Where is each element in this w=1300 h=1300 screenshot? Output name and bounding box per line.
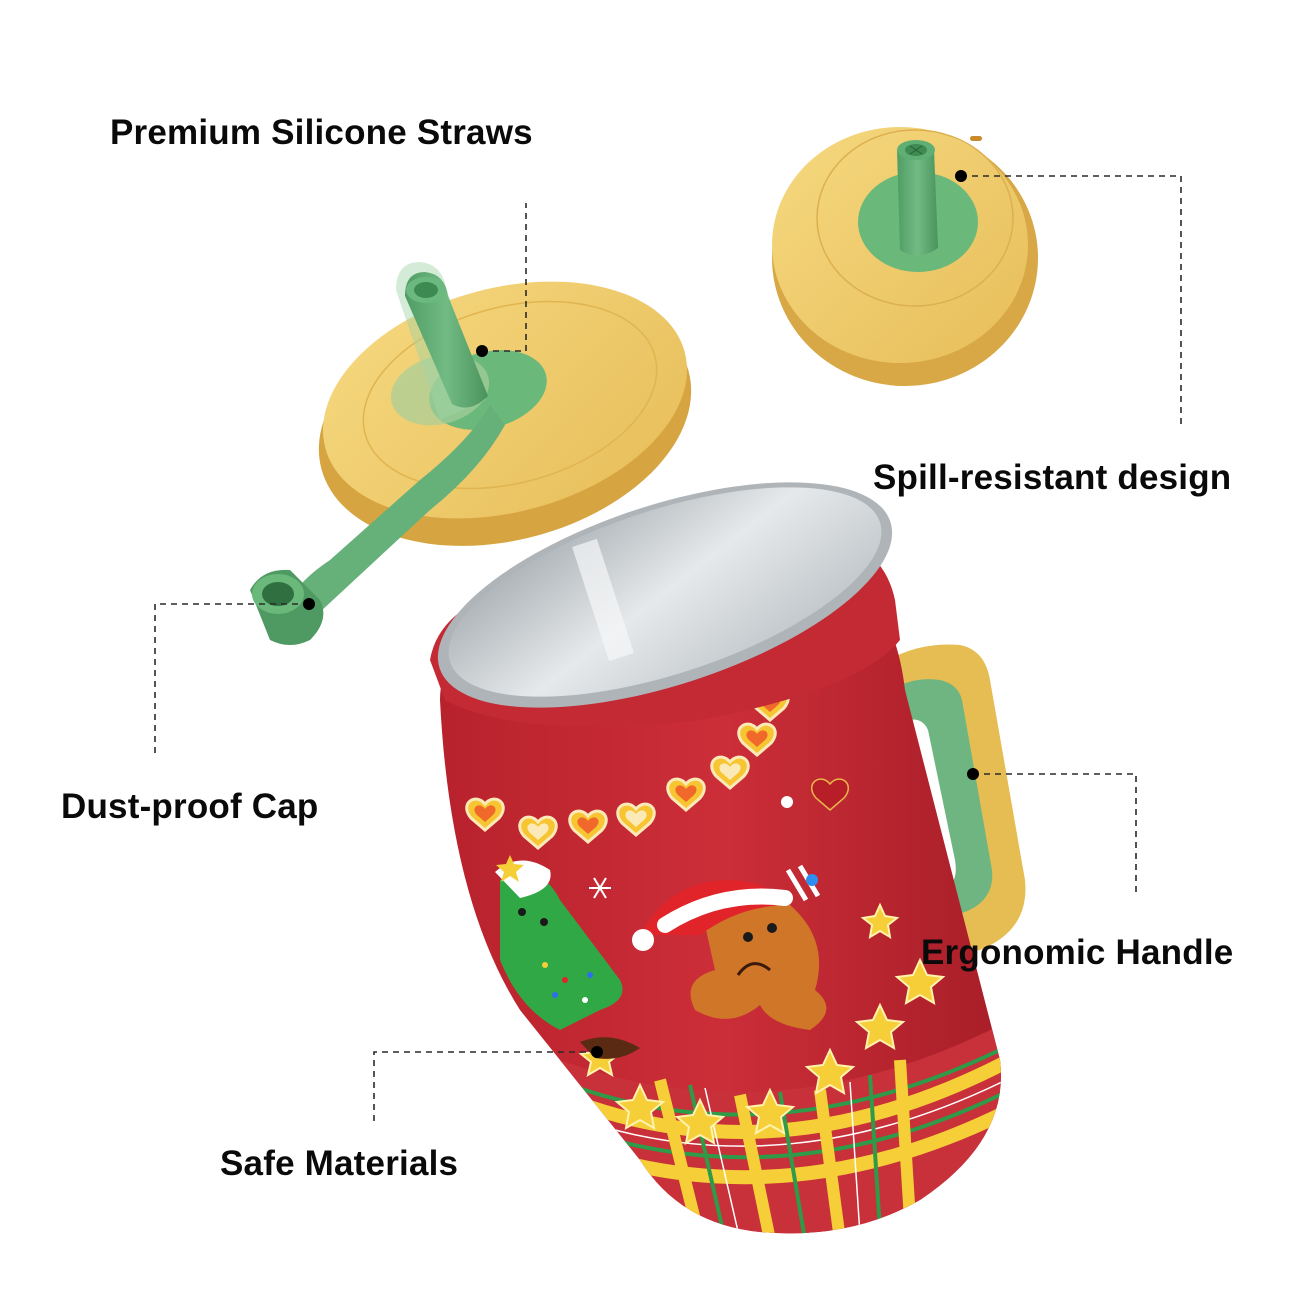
straw-mouthpiece-icon xyxy=(897,140,938,256)
label-ergonomic-handle: Ergonomic Handle xyxy=(921,933,1234,972)
gingerbread-icon xyxy=(632,864,827,1030)
ergonomic-handle xyxy=(860,644,1026,965)
label-safe-materials: Safe Materials xyxy=(220,1144,459,1183)
label-dust-proof-cap: Dust-proof Cap xyxy=(61,787,319,826)
spill-resistant-lid xyxy=(772,127,1038,386)
leader-lines xyxy=(154,175,1182,1122)
dot-cap xyxy=(303,598,315,610)
steel-opening xyxy=(437,482,893,708)
silicone-straw xyxy=(396,262,488,420)
leader-dots xyxy=(303,170,979,1058)
christmas-tree-icon xyxy=(495,855,640,1059)
leader-line-straws xyxy=(482,203,527,352)
dust-proof-cap xyxy=(250,405,505,645)
dot-straws xyxy=(476,345,488,357)
snowflake-icon xyxy=(589,877,611,899)
label-spill-resistant-design: Spill-resistant design xyxy=(873,458,1232,497)
leader-line-cap xyxy=(154,603,309,758)
dot-spill xyxy=(955,170,967,182)
label-premium-silicone-straws: Premium Silicone Straws xyxy=(110,113,533,152)
leader-line-materials xyxy=(373,1051,597,1122)
leader-line-handle xyxy=(973,773,1137,897)
dot-handle xyxy=(967,768,979,780)
dot-materials xyxy=(591,1046,603,1058)
star-row xyxy=(578,902,946,1145)
leader-line-spill xyxy=(961,175,1182,425)
